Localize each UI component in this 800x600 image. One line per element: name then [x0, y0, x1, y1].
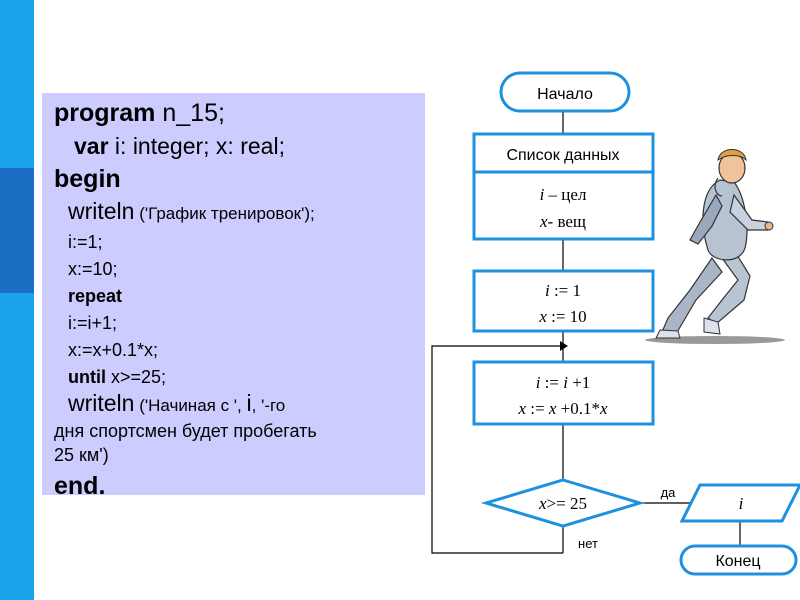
code-line-program: program n_15;: [54, 101, 413, 126]
code-line-x-init: x:=10;: [68, 259, 118, 279]
code-line-x-inc: x:=x+0.1*x;: [68, 340, 159, 360]
code-line-writeln2: writeln ('Начиная с ', i, '-го: [54, 392, 413, 415]
start-label: Начало: [537, 86, 593, 103]
yes-label: да: [661, 485, 677, 500]
data-line-x: x- вещ: [539, 212, 586, 231]
keyword-repeat: repeat: [68, 286, 123, 306]
end-terminal: [679, 544, 798, 576]
code-text: x>=25;: [106, 367, 167, 387]
flow-connectors: [431, 111, 741, 554]
code-text: ('Начиная с ',: [134, 396, 247, 415]
code-text: n_15;: [155, 99, 225, 127]
code-listing: program n_15; var i: integer; x: real; b…: [42, 93, 425, 499]
code-line-end: end.: [54, 474, 413, 499]
keyword-writeln: writeln: [68, 198, 135, 224]
code-line-writeln1: writeln ('График тренировок');: [54, 200, 413, 223]
code-line-begin: begin: [54, 167, 413, 192]
init-line-x: x := 10: [538, 307, 586, 326]
code-text: i: integer; x: real;: [108, 133, 285, 159]
code-line-until: until x>=25;: [54, 368, 413, 386]
code-line-var: var i: integer; x: real;: [54, 135, 413, 158]
init-line-i: i := 1: [545, 281, 581, 300]
code-text: , '-го: [251, 396, 286, 415]
code-text: i: [246, 390, 252, 416]
output-label: i: [739, 494, 744, 513]
loop-back-line: [431, 345, 563, 554]
code-line-i-init: i:=1;: [68, 232, 103, 252]
loop-body-block: [472, 360, 655, 426]
keyword-var: var: [74, 133, 109, 159]
code-line-message: дня спортсмен будет пробегать: [54, 421, 317, 441]
code-line-i-inc: i:=i+1;: [68, 313, 118, 333]
loop-line-i: i := i +1: [536, 373, 591, 392]
data-list-block: [472, 132, 655, 241]
code-line-repeat: repeat: [54, 287, 413, 305]
keyword-program: program: [54, 99, 156, 127]
keyword-writeln: writeln: [68, 390, 135, 416]
code-text: ('График тренировок');: [134, 204, 315, 223]
end-label: Конец: [715, 553, 760, 570]
condition-diamond: [480, 478, 646, 528]
output-parallelogram: [679, 483, 800, 523]
condition-label: x>= 25: [538, 494, 587, 513]
left-accent-bar: [0, 0, 34, 600]
runner-icon: [645, 149, 785, 344]
left-accent-band: [0, 168, 34, 293]
data-line-i: i – цел: [540, 185, 587, 204]
loop-line-x: x := x +0.1*x: [517, 399, 608, 418]
init-block: [472, 269, 655, 333]
keyword-until: until: [68, 367, 106, 387]
keyword-end: end.: [54, 472, 106, 500]
start-terminal: [499, 71, 631, 113]
code-line-message-end: 25 км'): [54, 445, 109, 465]
loop-back-arrow-icon: [560, 341, 568, 351]
keyword-begin: begin: [54, 165, 121, 193]
no-label: нет: [578, 536, 598, 551]
data-list-header: Список данных: [506, 147, 619, 164]
